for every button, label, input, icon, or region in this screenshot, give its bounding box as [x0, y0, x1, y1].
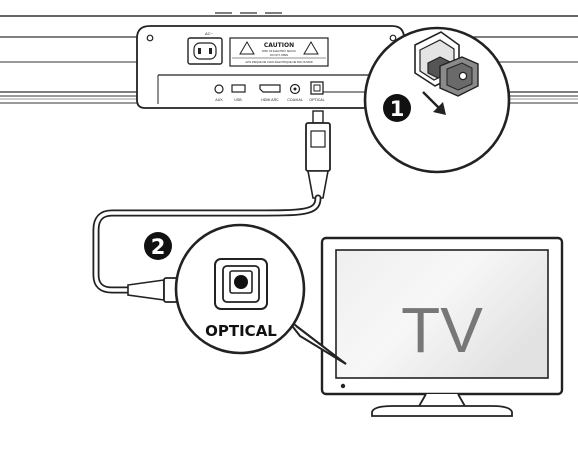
dust-cap-callout: 1: [363, 26, 511, 174]
svg-text:2: 2: [151, 235, 166, 259]
optical-jack-icon: [234, 275, 248, 289]
tv: TV: [320, 236, 564, 417]
svg-text:AC~: AC~: [205, 31, 214, 36]
tv-stand: [371, 405, 513, 417]
tv-screen-text: TV: [401, 294, 483, 366]
exclamation-warning-icon: [303, 41, 319, 55]
svg-text:RISK OF ELECTRIC SHOCK: RISK OF ELECTRIC SHOCK: [262, 49, 296, 53]
screw-icon: [146, 34, 154, 42]
step-1-badge: 1: [383, 94, 411, 122]
aux-port: [214, 84, 224, 94]
ports-row: [214, 81, 324, 95]
svg-text:DO NOT OPEN: DO NOT OPEN: [270, 53, 288, 57]
remove-arrow-icon: [422, 91, 446, 115]
optical-label: OPTICAL: [205, 322, 277, 340]
caution-label: CAUTION RISK OF ELECTRIC SHOCK DO NOT OP…: [229, 37, 329, 67]
svg-text:COAXIAL: COAXIAL: [287, 98, 303, 102]
power-led-icon: [340, 383, 346, 389]
svg-text:AUX: AUX: [215, 98, 223, 102]
tv-screen: [335, 249, 549, 379]
usb-port: [231, 84, 246, 93]
screw-icon: [389, 34, 397, 42]
svg-text:AVIS RISQUE DE CHOC ÉLECTRIQU: AVIS RISQUE DE CHOC ÉLECTRIQUE NE PAS OU…: [245, 59, 312, 64]
svg-text:USB: USB: [234, 98, 242, 102]
svg-text:CAUTION: CAUTION: [264, 42, 294, 49]
hdmi-arc-port: [259, 84, 281, 93]
svg-text:OPTICAL: OPTICAL: [309, 98, 324, 102]
port-labels: AUX USB HDMI ARC COAXIAL OPTICAL: [215, 98, 324, 102]
svg-text:HDMI ARC: HDMI ARC: [261, 98, 279, 102]
svg-text:1: 1: [390, 97, 405, 121]
dust-cap-icon: [427, 56, 479, 97]
power-socket: AC~: [187, 31, 223, 65]
lightning-warning-icon: [239, 41, 255, 55]
step-2-badge: 2: [144, 232, 172, 260]
optical-port-callout: OPTICAL: [174, 223, 347, 365]
